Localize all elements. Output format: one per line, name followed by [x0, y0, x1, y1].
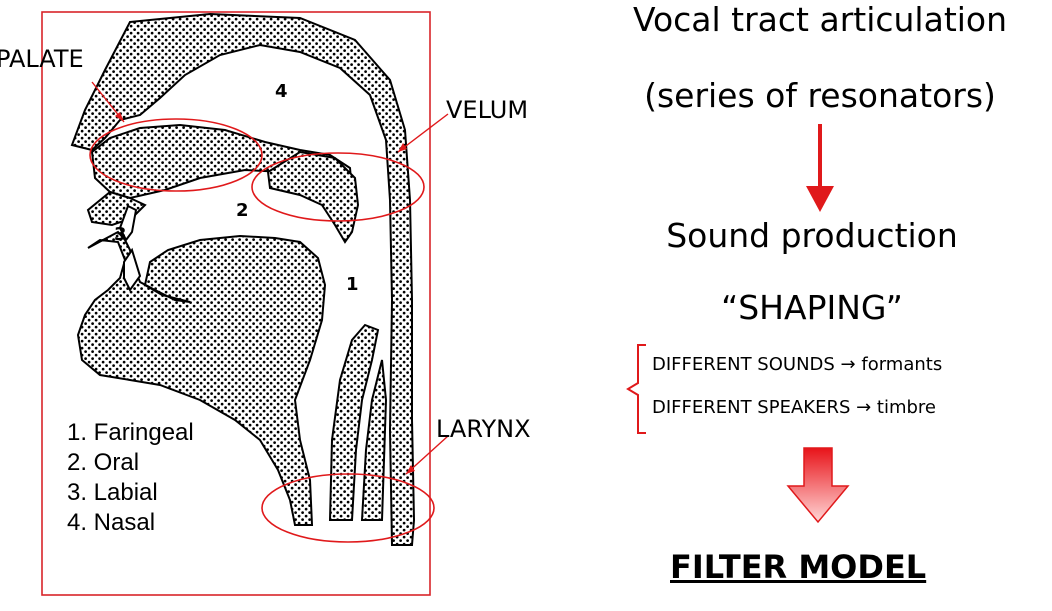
bullet-different-speakers: DIFFERENT SPEAKERS → timbre	[652, 397, 937, 418]
region-legend: 1. Faringeal 2. Oral 3. Labial 4. Nasal	[67, 418, 194, 538]
larynx-pointer	[405, 435, 449, 475]
velum-pointer	[397, 113, 449, 153]
down-arrow-red	[806, 124, 834, 212]
nasal-back-wall-tissue	[70, 12, 416, 546]
legend-item-labial: 3. Labial	[67, 479, 158, 506]
region-number-3: 3	[114, 224, 127, 245]
palate-highlight-ellipse	[89, 118, 263, 192]
region-number-2: 2	[236, 200, 249, 221]
legend-item-faringeal: 1. Faringeal	[67, 419, 194, 446]
legend-item-nasal: 4. Nasal	[67, 509, 156, 536]
velum-label: VELUM	[446, 96, 529, 124]
velum-highlight-ellipse	[251, 152, 425, 222]
palate-label: PALATE	[0, 45, 84, 73]
vocal-tract-heading: Vocal tract articulation	[632, 0, 1008, 39]
region-number-1: 1	[346, 274, 359, 295]
region-number-4: 4	[275, 81, 288, 102]
diagram-frame	[41, 11, 431, 596]
down-block-arrow	[786, 447, 850, 524]
resonators-subheading: (series of resonators)	[644, 76, 996, 115]
upper-teeth	[118, 204, 138, 242]
larynx-column-tissue	[360, 359, 388, 521]
larynx-label: LARYNX	[436, 415, 531, 443]
legend-item-oral: 2. Oral	[67, 449, 140, 476]
larynx-highlight-ellipse	[261, 473, 435, 543]
tongue-jaw-tissue	[76, 230, 327, 526]
bracket-icon	[626, 344, 646, 434]
velum-tissue	[266, 150, 360, 244]
sound-production-text: Sound production	[666, 216, 958, 255]
shaping-text: “SHAPING”	[721, 288, 903, 327]
bullet-different-sounds: DIFFERENT SOUNDS → formants	[652, 354, 943, 375]
filter-model-title: FILTER MODEL	[670, 548, 927, 586]
lower-teeth	[123, 247, 142, 292]
vocal-tract-diagram: 4 2 3 1	[41, 11, 449, 596]
